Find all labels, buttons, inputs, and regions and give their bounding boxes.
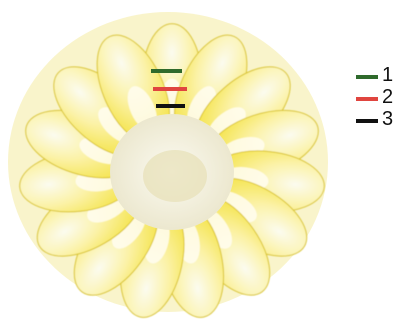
- legend-item-3: 3: [338, 108, 408, 130]
- marker-legend: 1 2 3: [338, 64, 408, 144]
- legend-item-1: 1: [338, 64, 408, 86]
- legend-label-2: 2: [382, 86, 393, 108]
- legend-label-3: 3: [382, 108, 393, 130]
- legend-swatch-red: [356, 97, 378, 101]
- legend-item-2: 2: [338, 86, 408, 108]
- legend-label-1: 1: [382, 64, 393, 86]
- cob-center-shadow: [143, 150, 207, 202]
- legend-swatch-green: [356, 75, 378, 79]
- legend-swatch-black: [356, 119, 378, 123]
